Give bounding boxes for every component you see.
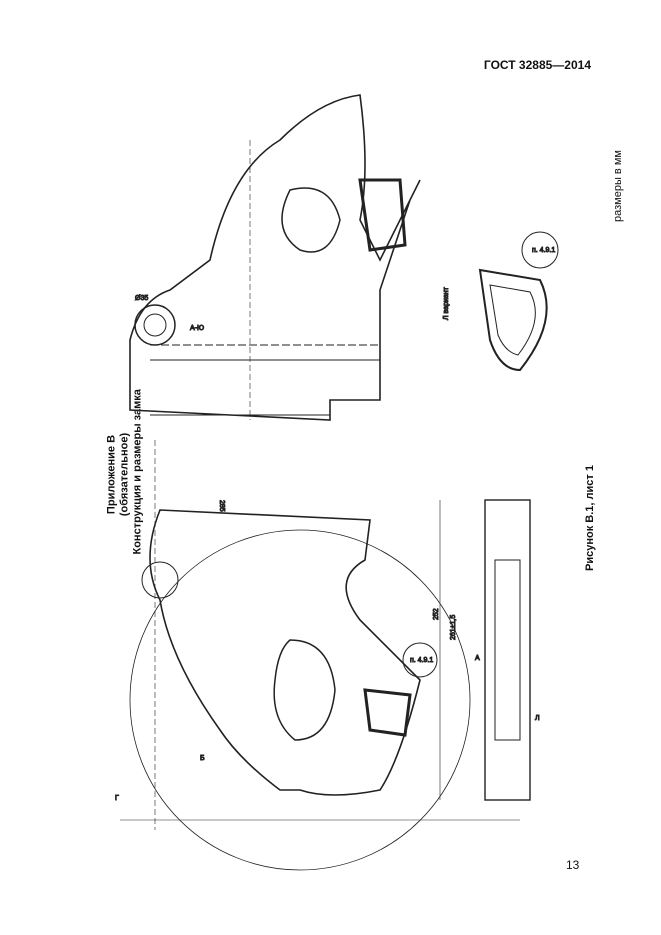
coupler-top-view bbox=[129, 94, 421, 421]
page-number: 13 bbox=[566, 858, 580, 872]
variant-label: Л вариант bbox=[443, 286, 450, 320]
ref-label: п. 4.9.1 bbox=[410, 657, 433, 664]
dimension-label: 261±1,5 bbox=[450, 615, 457, 640]
variant-detail bbox=[402, 231, 559, 678]
coupler-side-view bbox=[120, 440, 520, 871]
view-g-label: Г bbox=[115, 795, 119, 802]
ref-label: п. 4.9.1 bbox=[532, 247, 555, 254]
standard-header: ГОСТ 32885—2014 bbox=[483, 58, 591, 72]
diameter-label: Ø35 bbox=[135, 295, 148, 302]
coupler-bottom-view bbox=[439, 499, 531, 801]
view-l-label: Л bbox=[535, 715, 540, 722]
dimension-label: 252 bbox=[433, 608, 440, 620]
view-a-label: А bbox=[475, 655, 480, 662]
dimension-label: 285 bbox=[218, 500, 225, 512]
section-label: А-Ю bbox=[190, 325, 204, 332]
view-b-label: Б bbox=[200, 755, 205, 762]
